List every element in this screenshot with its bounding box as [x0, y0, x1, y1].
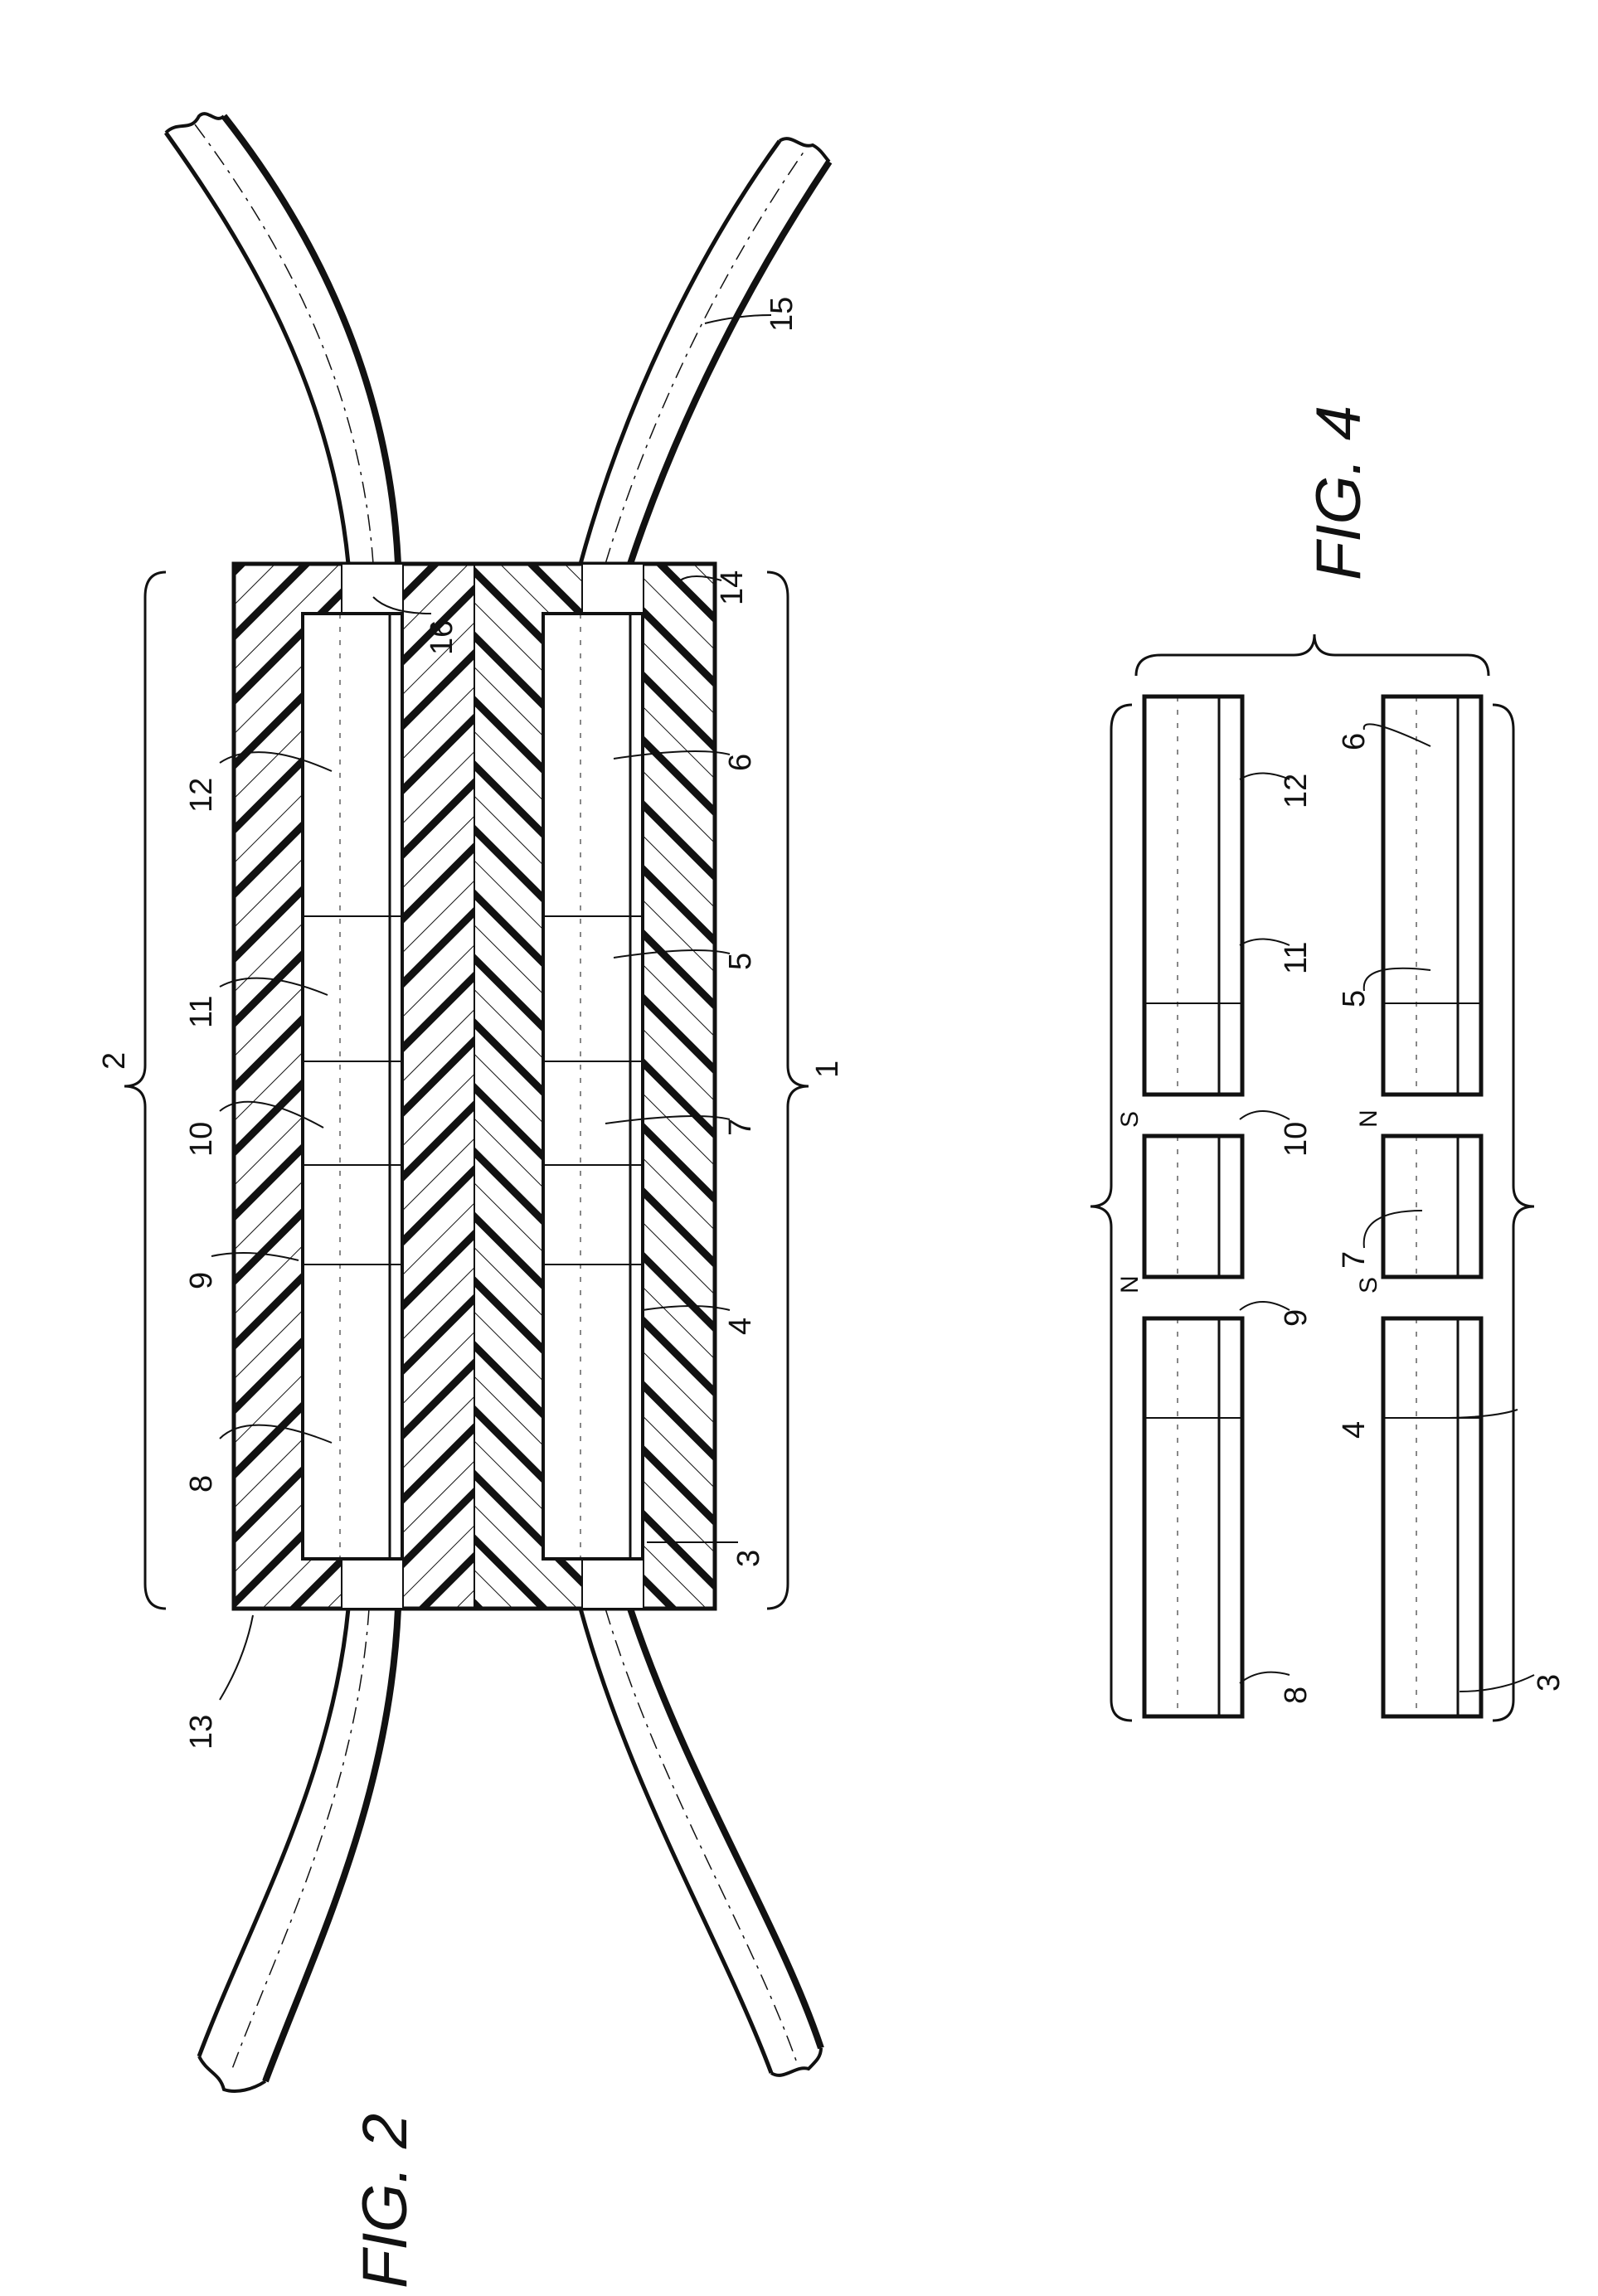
fig2-label-9: 9: [184, 1272, 219, 1289]
pole-s-upper: S: [1116, 1111, 1144, 1128]
fig2-label-4: 4: [723, 1318, 758, 1335]
fig4-label-3: 3: [1532, 1674, 1566, 1692]
pole-n-lower: N: [1355, 1109, 1382, 1128]
fig4-label-4: 4: [1337, 1421, 1372, 1439]
fig4-label-11: 11: [1279, 942, 1314, 974]
fig2-label-12: 12: [184, 778, 219, 813]
cable-right-bottom: [580, 138, 829, 564]
cable-left-top: [199, 1609, 398, 2091]
fig2-label-1: 1: [810, 1061, 845, 1078]
fig2-label-11: 11: [184, 996, 219, 1028]
fiber-channel-lower: [543, 564, 644, 1609]
cable-right-top: [166, 114, 398, 564]
pole-s-lower: S: [1355, 1277, 1382, 1294]
fig2-label-16: 16: [425, 620, 459, 655]
fig2-label-8: 8: [184, 1475, 219, 1493]
fig4-label-7: 7: [1337, 1251, 1372, 1269]
fig2-label-13: 13: [184, 1715, 219, 1750]
fig4-lower-row: [1383, 697, 1481, 1716]
fig4-label-12: 12: [1279, 774, 1314, 808]
fig2-label-3: 3: [731, 1550, 766, 1567]
fig2-label-6: 6: [723, 754, 758, 771]
fig2-drawing: FIG. 2 2 1 8 9 10 11 12 13 16 3 4 7 5 6 …: [97, 114, 845, 2289]
fig4-label-8: 8: [1279, 1687, 1314, 1704]
brace-2: [124, 572, 166, 1609]
fig2-label-2: 2: [97, 1052, 132, 1070]
fig2-label-10: 10: [184, 1122, 219, 1157]
fig2-label-15: 15: [765, 297, 799, 332]
brace-1: [767, 572, 809, 1609]
fig4-caption: FIG. 4: [1304, 405, 1374, 580]
fiber-channel-upper: [303, 564, 403, 1609]
fig2-label-5: 5: [723, 953, 758, 970]
fig4-label-5: 5: [1337, 990, 1372, 1007]
cable-left-bottom: [580, 1609, 821, 2075]
fig2-caption: FIG. 2: [350, 2114, 420, 2289]
fig4-label-6: 6: [1337, 733, 1372, 750]
fig4-brace-right: [1493, 705, 1534, 1721]
fig4-drawing: 8 9 10 11 12 3 4 7 5 6 N S N S FIG. 4: [1090, 405, 1566, 1721]
fig4-label-9: 9: [1279, 1309, 1314, 1327]
pole-n-upper: N: [1116, 1275, 1144, 1294]
fig2-label-7: 7: [723, 1119, 758, 1136]
fig4-brace-top: [1136, 634, 1489, 676]
fig2-label-14: 14: [715, 570, 750, 605]
fig4-upper-row: [1144, 697, 1242, 1716]
fig4-brace-left: [1090, 705, 1132, 1721]
fig4-label-10: 10: [1279, 1122, 1314, 1157]
